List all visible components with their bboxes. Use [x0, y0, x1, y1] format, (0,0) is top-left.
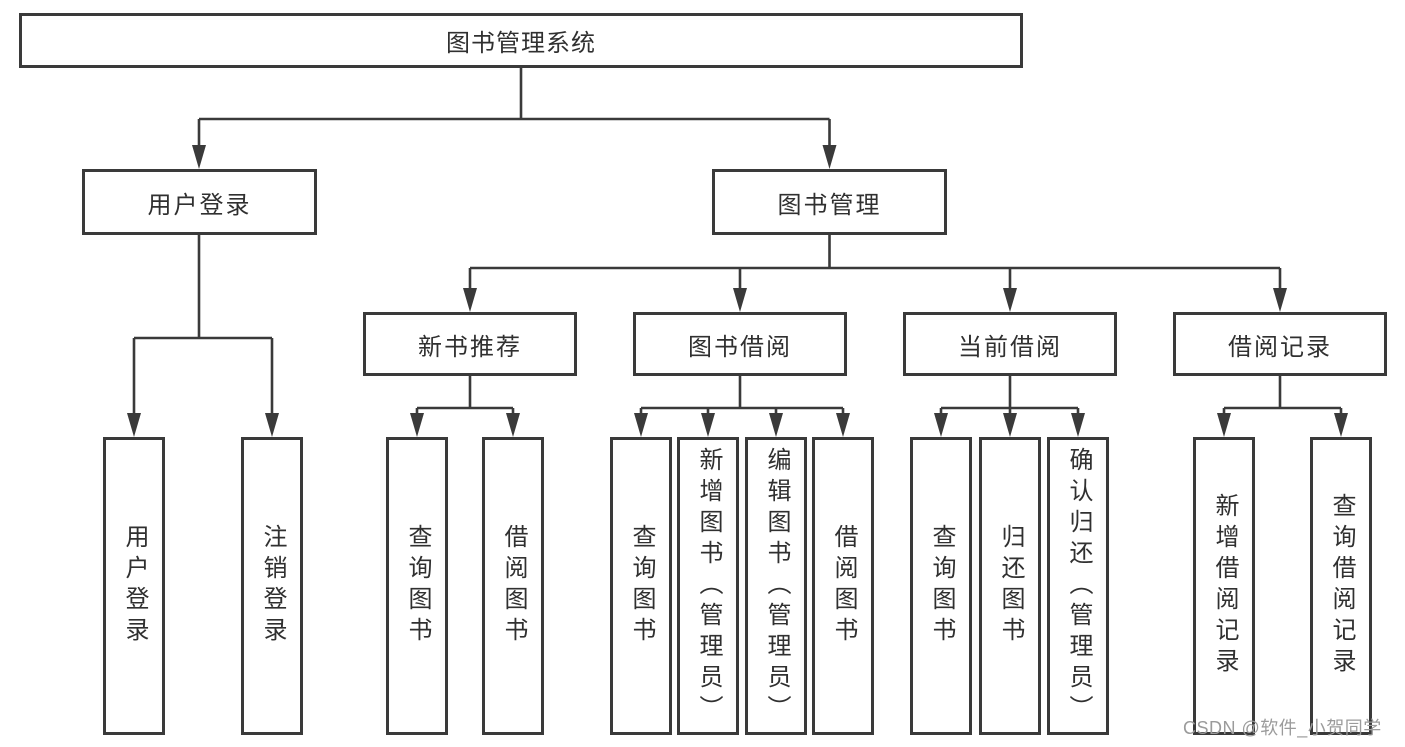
leaf-label: 用户登录 — [121, 524, 148, 648]
node-book-borrow-label: 图书借阅 — [688, 333, 792, 361]
leaf-label: 注销登录 — [259, 524, 286, 648]
node-book-management: 图书管理 — [712, 169, 947, 235]
leaf-label: 借阅图书 — [500, 524, 527, 648]
connector-lines — [132, 68, 1343, 415]
leaf-label: 新增图书（管理员） — [695, 446, 722, 726]
node-current-borrow: 当前借阅 — [903, 312, 1117, 376]
leaf-logout: 注销登录 — [241, 437, 303, 735]
leaf-label: 查询图书 — [628, 524, 655, 648]
leaf-query-borrow-record: 查询借阅记录 — [1310, 437, 1372, 735]
leaf-query-book-current: 查询图书 — [910, 437, 972, 735]
node-book-management-label: 图书管理 — [777, 191, 882, 219]
leaf-query-book-borrow: 查询图书 — [610, 437, 672, 735]
node-borrow-records-label: 借阅记录 — [1228, 333, 1332, 361]
node-current-borrow-label: 当前借阅 — [958, 333, 1062, 361]
node-user-login-label: 用户登录 — [147, 191, 252, 219]
watermark: CSDN @软件_小贺同学 — [1183, 718, 1382, 738]
node-root: 图书管理系统 — [19, 13, 1023, 68]
node-new-book-recommend: 新书推荐 — [363, 312, 577, 376]
leaf-label: 编辑图书（管理员） — [763, 446, 790, 726]
leaf-label: 归还图书 — [997, 524, 1024, 648]
node-user-login: 用户登录 — [82, 169, 317, 235]
leaf-label: 查询图书 — [928, 524, 955, 648]
leaf-user-login: 用户登录 — [103, 437, 165, 735]
arrowheads — [127, 145, 1348, 437]
leaf-label: 借阅图书 — [830, 524, 857, 648]
leaf-label: 查询图书 — [404, 524, 431, 648]
leaf-borrow-book-recommend: 借阅图书 — [482, 437, 544, 735]
leaf-label: 查询借阅记录 — [1328, 493, 1355, 679]
leaf-add-borrow-record: 新增借阅记录 — [1193, 437, 1255, 735]
leaf-return-book: 归还图书 — [979, 437, 1041, 735]
leaf-borrow-book: 借阅图书 — [812, 437, 874, 735]
leaf-edit-book-admin: 编辑图书（管理员） — [745, 437, 807, 735]
leaf-label: 新增借阅记录 — [1211, 493, 1238, 679]
leaf-label: 确认归还（管理员） — [1065, 446, 1092, 726]
leaf-query-book-recommend: 查询图书 — [386, 437, 448, 735]
node-new-book-recommend-label: 新书推荐 — [418, 333, 522, 361]
leaf-add-book-admin: 新增图书（管理员） — [677, 437, 739, 735]
node-book-borrow: 图书借阅 — [633, 312, 847, 376]
leaf-confirm-return-admin: 确认归还（管理员） — [1047, 437, 1109, 735]
node-borrow-records: 借阅记录 — [1173, 312, 1387, 376]
node-root-label: 图书管理系统 — [446, 30, 596, 57]
